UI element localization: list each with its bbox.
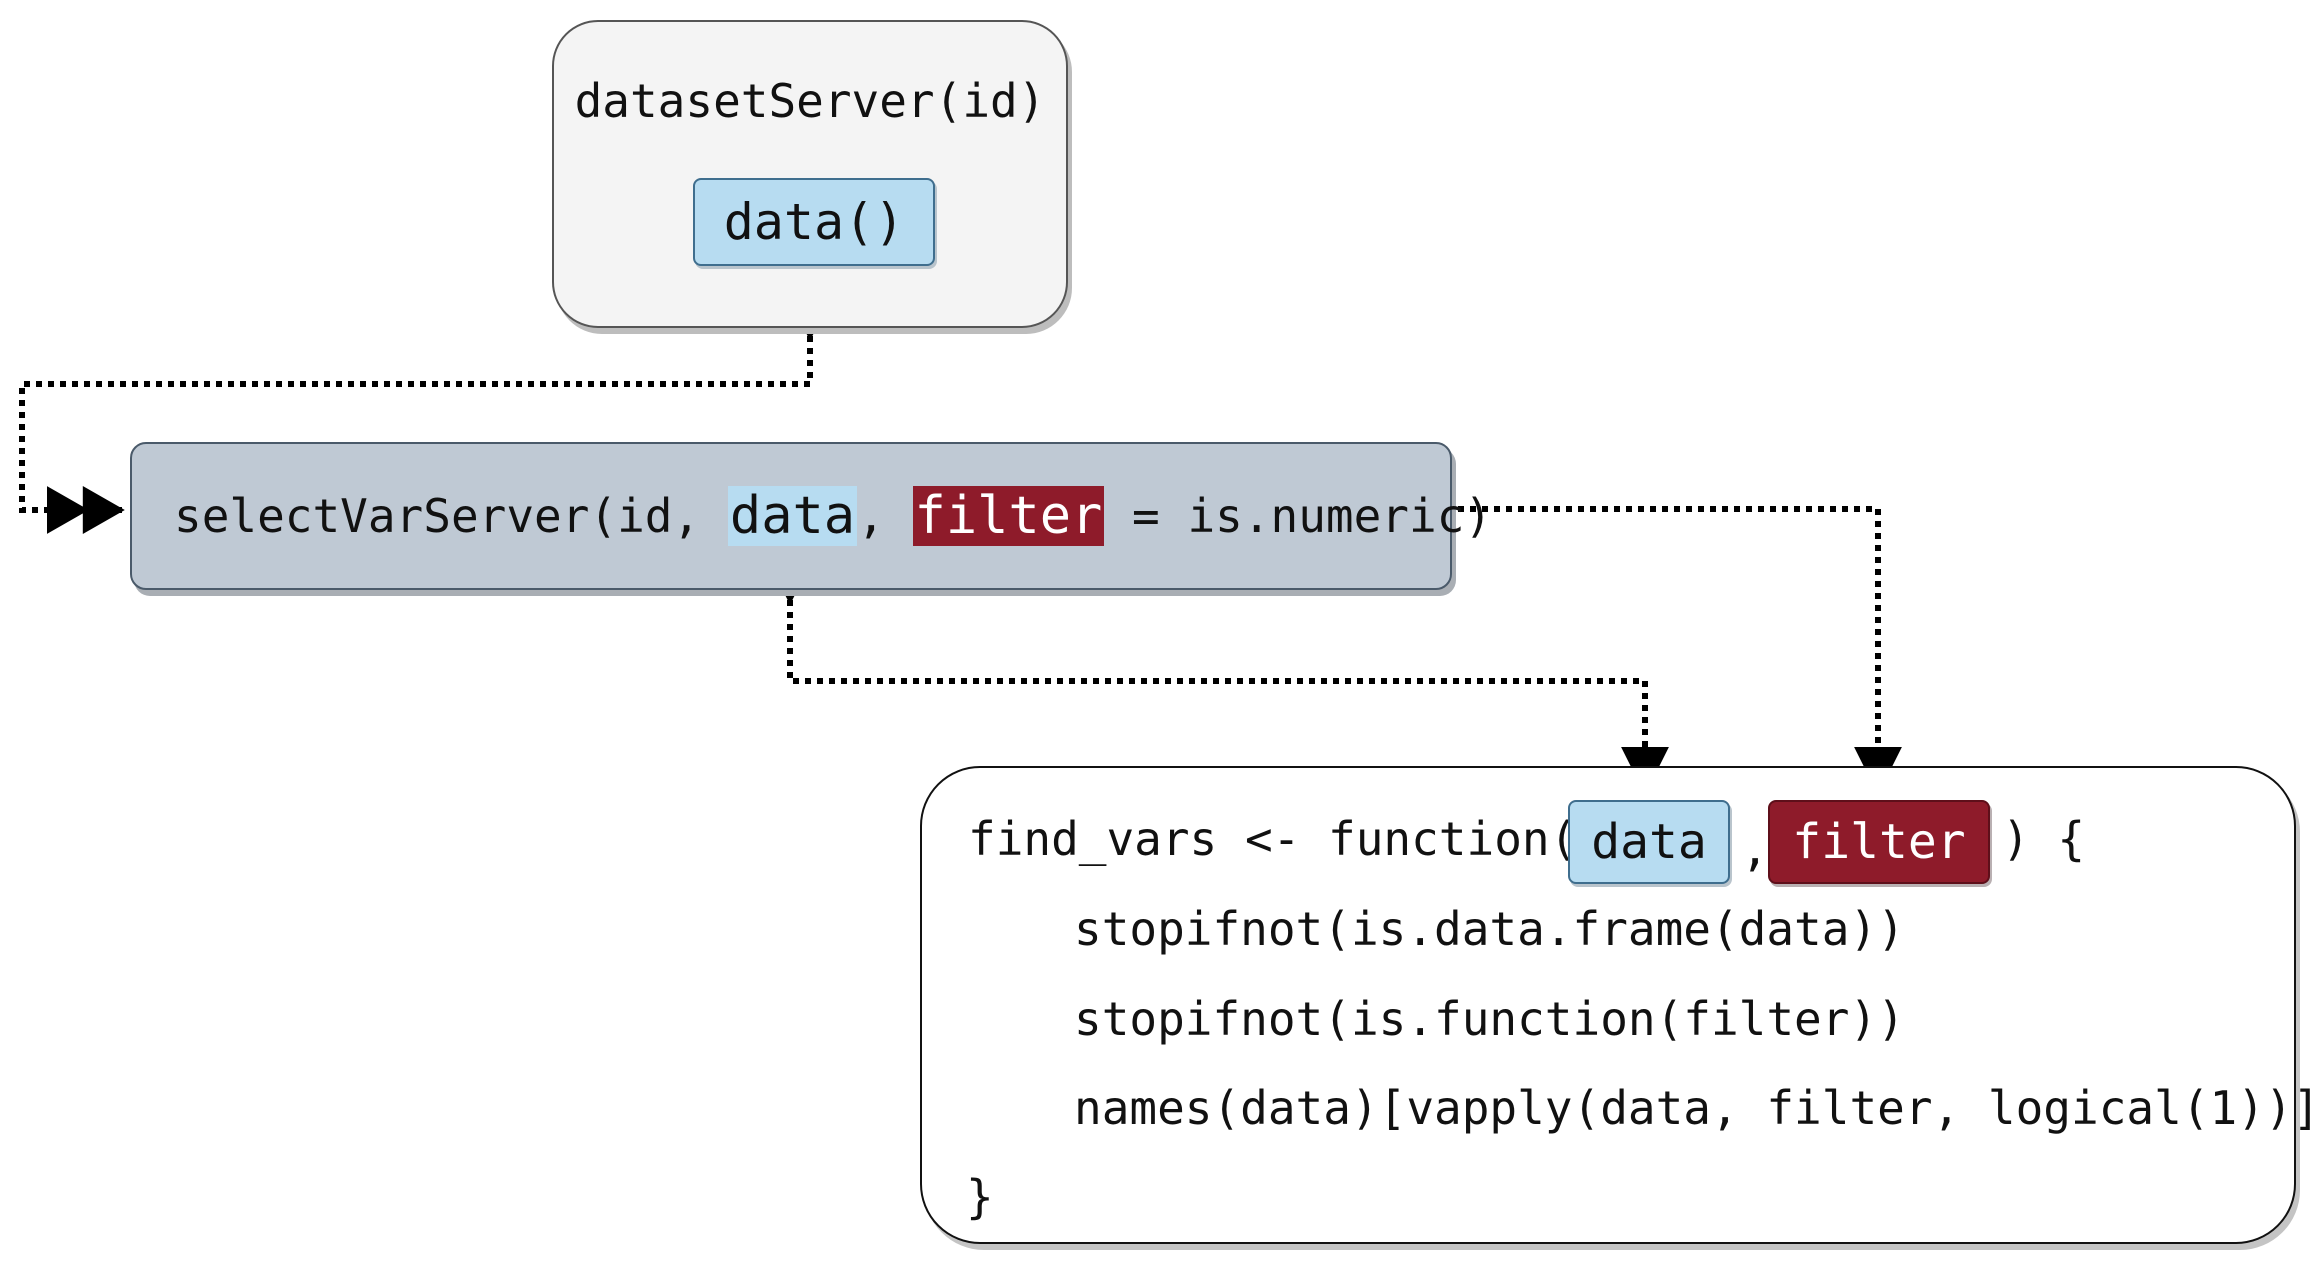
data-output-chip: data(): [693, 178, 935, 266]
select-var-server-box: selectVarServer(id, data, filter = is.nu…: [130, 442, 1492, 590]
signature-prefix: selectVarServer(id,: [174, 489, 728, 543]
connector-select-to-find-data: [766, 556, 1669, 795]
signature-suffix: = is.numeric): [1104, 489, 1493, 543]
data-argument-chip: data: [1568, 800, 1730, 884]
filter-argument-highlight: filter: [912, 486, 1105, 546]
argument-comma: ,: [1741, 822, 1769, 876]
argument-separator: ,: [857, 489, 913, 543]
dataset-server-box: datasetServer(id) data(): [552, 20, 1068, 328]
code-line-1: stopifnot(is.data.frame(data)): [1074, 902, 1905, 956]
function-header-prefix: find_vars <- function(: [968, 812, 1578, 866]
connector-select-to-find-filter: [1378, 485, 1902, 795]
connector-dataset-to-select: [19, 292, 834, 534]
function-header-suffix: ) {: [2002, 812, 2086, 866]
filter-argument-chip: filter: [1768, 800, 1990, 884]
find-vars-code-box: find_vars <- function( data , filter ) {…: [920, 766, 2310, 1244]
dataset-server-signature: datasetServer(id): [574, 74, 1046, 128]
data-argument-highlight: data: [727, 486, 858, 546]
code-line-3: names(data)[vapply(data, filter, logical…: [1074, 1081, 2310, 1135]
code-line-2: stopifnot(is.function(filter)): [1074, 992, 1905, 1046]
closing-brace: }: [966, 1170, 994, 1224]
select-var-server-signature: selectVarServer(id, data, filter = is.nu…: [174, 444, 1492, 588]
